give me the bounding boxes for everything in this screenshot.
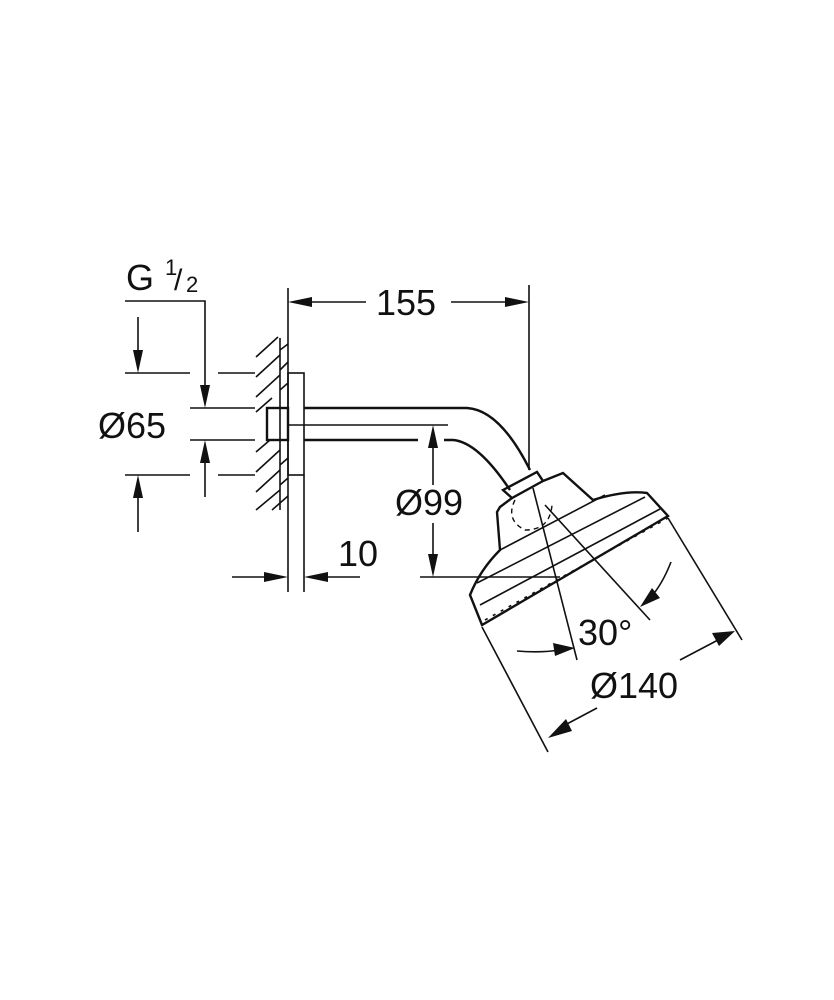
drop-height-label: Ø99 — [395, 482, 463, 523]
thread-denominator: 2 — [186, 272, 198, 297]
svg-text:/: / — [174, 264, 183, 297]
thread-numerator: 1 — [165, 255, 177, 280]
wall-flange — [265, 372, 305, 476]
head-diameter-dimension: Ø140 — [481, 517, 743, 753]
arm-projection-label: 155 — [376, 282, 436, 323]
tilt-angle-label: 30° — [578, 612, 632, 653]
flange-diameter-dimension: Ø65 — [98, 317, 255, 532]
flange-diameter-label: Ø65 — [98, 405, 166, 446]
thread-dimension: G 1 / 2 — [125, 255, 255, 497]
drop-height-dimension: Ø99 — [395, 425, 560, 578]
flange-depth-label: 10 — [338, 533, 378, 574]
thread-label: G — [126, 257, 154, 298]
arm-projection-dimension: 155 — [288, 282, 530, 470]
head-diameter-label: Ø140 — [590, 665, 678, 706]
flange-depth-dimension: 10 — [232, 475, 378, 592]
tilt-angle-dimension: 30° — [516, 487, 672, 661]
shower-arm — [288, 406, 532, 491]
shower-head — [468, 470, 670, 627]
